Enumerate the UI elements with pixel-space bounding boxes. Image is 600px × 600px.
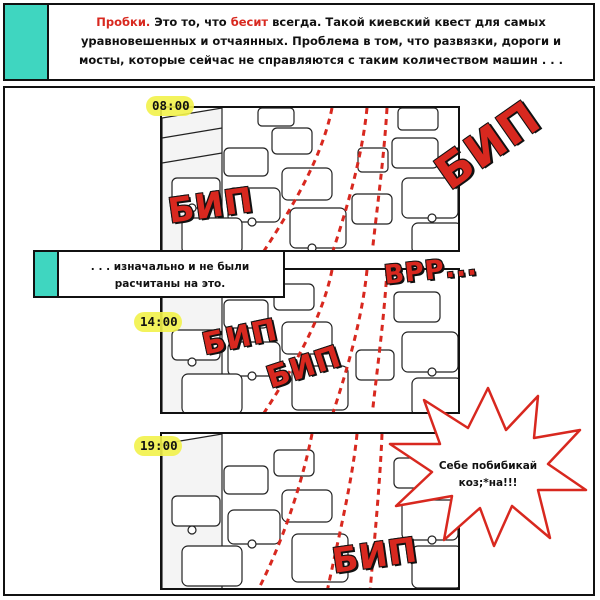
time-label-morning: 08:00: [146, 96, 194, 116]
caption-box: . . . изначально и не были расчитаны на …: [33, 250, 285, 298]
time-label-afternoon: 14:00: [134, 312, 182, 332]
traffic-jam-illustration: [162, 434, 458, 588]
caption-teal-tab: [35, 252, 59, 296]
header-narration-box: Пробки. Это то, что бесит всегда. Такой …: [3, 3, 595, 81]
panel-evening: [160, 432, 460, 590]
shout-text: Себе побибикай коз;*на!!!: [438, 460, 538, 489]
time-text: 14:00: [140, 314, 178, 329]
header-text-part-2: всегда. Такой киевский квест для самых у…: [79, 15, 563, 67]
time-label-evening: 19:00: [134, 436, 182, 456]
header-highlight-word: бесит: [230, 15, 269, 29]
traffic-jam-illustration: [162, 108, 458, 250]
time-text: 08:00: [152, 98, 190, 113]
panel-morning: [160, 106, 460, 252]
shout-burst-bubble: [388, 386, 588, 548]
time-text: 19:00: [140, 438, 178, 453]
traffic-jam-illustration: [162, 270, 458, 412]
caption-text: . . . изначально и не были расчитаны на …: [90, 261, 250, 290]
header-lead-word: Пробки.: [96, 15, 151, 29]
header-narration-text: Пробки. Это то, что бесит всегда. Такой …: [57, 13, 585, 70]
panels-frame: [3, 86, 595, 596]
header-text-part-1: Это то, что: [150, 15, 231, 29]
header-teal-tab: [5, 5, 49, 79]
